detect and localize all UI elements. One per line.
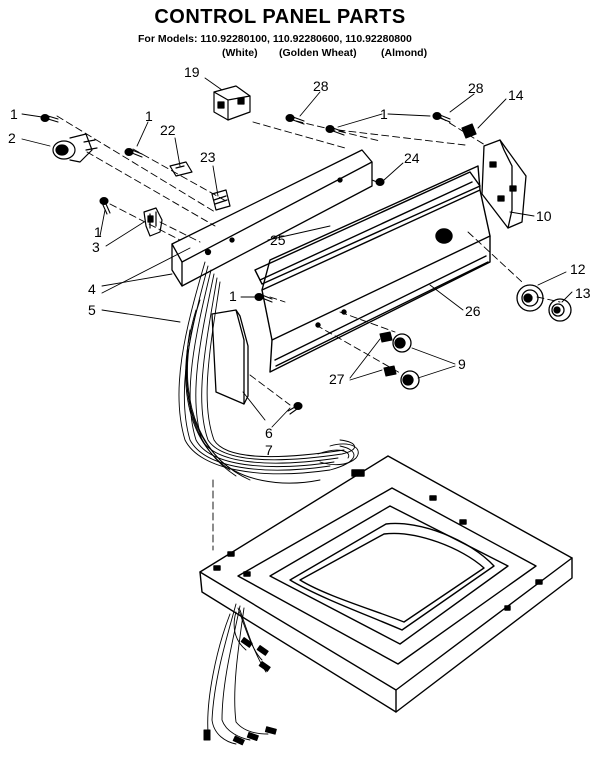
callout-9: 9 — [458, 356, 466, 372]
variant-golden-wheat: (Golden Wheat) — [279, 47, 357, 59]
screw-icon — [285, 113, 305, 125]
callout-1: 1 — [380, 106, 388, 122]
wire-terminals — [203, 636, 277, 746]
callout-labels: 1 2 1 22 23 19 28 1 28 14 24 10 1 3 4 5 … — [8, 64, 591, 458]
knob-part — [516, 284, 544, 312]
models-line: For Models: 110.92280100, 110.92280600, … — [138, 33, 412, 45]
clip-part — [143, 207, 163, 237]
header: CONTROL PANEL PARTS For Models: 110.9228… — [0, 0, 608, 66]
callout-2: 2 — [8, 130, 16, 146]
connector-part — [211, 189, 231, 211]
push-knob-part — [392, 333, 420, 390]
variant-almond: (Almond) — [381, 47, 428, 59]
callout-1: 1 — [229, 288, 237, 304]
callout-4: 4 — [88, 281, 96, 297]
leader-lines — [21, 77, 573, 428]
screw-icon — [40, 113, 59, 123]
callout-19: 19 — [184, 64, 200, 80]
callout-14: 14 — [508, 87, 524, 103]
callout-22: 22 — [160, 122, 176, 138]
screw-icon — [371, 177, 385, 187]
callout-1: 1 — [94, 224, 102, 240]
callout-26: 26 — [465, 303, 481, 319]
callout-28: 28 — [468, 80, 484, 96]
callout-24: 24 — [404, 150, 420, 166]
model-variants: (White) (Golden Wheat) (Almond) — [0, 47, 608, 61]
screw-icon — [124, 147, 143, 158]
lower-wire-harness — [207, 603, 269, 745]
screw-icon — [432, 111, 451, 123]
screw-icon — [287, 401, 303, 415]
end-cap-part — [481, 139, 527, 229]
screw-icon — [99, 196, 111, 215]
clip-part-14 — [461, 123, 477, 139]
callout-10: 10 — [536, 208, 552, 224]
callout-6: 6 — [265, 425, 273, 441]
bracket-part — [169, 161, 193, 177]
callout-1: 1 — [145, 108, 153, 124]
retainer-part — [379, 331, 397, 377]
knob-part-13 — [548, 298, 572, 322]
callout-25: 25 — [270, 232, 286, 248]
wire-harness — [178, 261, 359, 484]
assembly-lines — [56, 115, 561, 551]
top-cover — [199, 455, 573, 713]
control-panel-console — [254, 165, 491, 373]
callout-27: 27 — [329, 371, 345, 387]
end-plate-part — [211, 309, 249, 405]
callout-7: 7 — [265, 442, 273, 458]
callout-28: 28 — [313, 78, 329, 94]
switch-part — [52, 133, 98, 163]
callout-12: 12 — [570, 261, 586, 277]
variant-white: (White) — [222, 47, 258, 59]
mounting-bar-part — [171, 149, 373, 287]
callout-1: 1 — [10, 106, 18, 122]
mounting-bracket-part — [213, 85, 251, 121]
page-title: CONTROL PANEL PARTS — [154, 6, 406, 28]
callout-5: 5 — [88, 302, 96, 318]
callout-23: 23 — [200, 149, 216, 165]
callout-13: 13 — [575, 285, 591, 301]
screw-icon — [325, 124, 345, 136]
callout-3: 3 — [92, 239, 100, 255]
